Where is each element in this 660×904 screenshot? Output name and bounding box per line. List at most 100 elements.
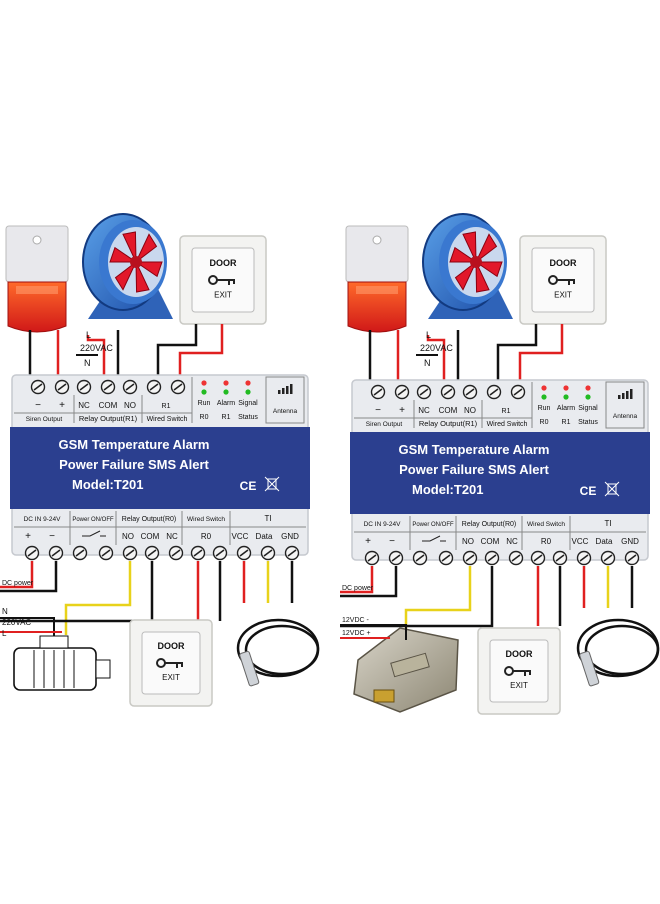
screw-slot [415,554,425,562]
screw-terminal [236,545,252,561]
led-label: Signal [578,405,598,412]
siren-icon [345,225,409,333]
screw-terminal [54,379,70,395]
wire-l [426,335,446,388]
bin-body [607,483,617,495]
siren-lens [347,281,407,333]
temperature-probe-icon [236,618,320,687]
bin-cross [604,481,620,497]
wire-dc-pos [0,561,34,589]
ce-mark: CE [580,484,597,498]
load-label-voltage: 220VAC [2,618,31,627]
led-green [245,389,251,395]
probe-cable-loop [584,624,660,676]
terminal-label: NC [418,406,430,415]
group-label-relay-r0: Relay Output(R0) [122,516,176,523]
terminal-label: COM [99,401,118,410]
screw-slot [397,388,407,396]
led-sub-label: Status [238,414,258,421]
terminal-label: R1 [162,403,171,410]
screw-slot [103,383,113,391]
group-label-dc: DC IN 9-24V [24,516,62,523]
screw-terminal [462,384,478,400]
led-green [585,394,591,400]
fan-blade [109,246,138,263]
group-label-relay-r1: Relay Output(R1) [419,419,478,428]
screw-terminal [24,545,40,561]
dc-power-label: DC power [2,580,34,587]
terminal-label: GND [621,537,639,546]
panel-title-2: Power Failure SMS Alert [59,457,209,472]
signal-bar [290,384,293,394]
led-label: Alarm [557,405,575,412]
screw-slot [511,554,521,562]
signal-bar [278,390,281,394]
load-label-l: L [2,629,7,638]
screw-slot [513,388,523,396]
siren-highlight [356,286,398,294]
lock-label-neg: 12VDC - [342,617,370,624]
fan-blade [454,261,477,291]
terminal-label: R1 [502,408,511,415]
fan-blade [135,261,150,293]
led-label: Run [198,400,211,407]
wire-label-n: N [424,358,431,368]
key-icon [548,275,575,285]
group-label-relay-r0: Relay Output(R0) [462,521,516,528]
wire-switch-a [496,324,538,388]
switch-symbol [82,530,106,537]
terminal-label: COM [439,406,458,415]
terminal-label: GND [281,532,299,541]
bin-cross [264,476,280,492]
screw-terminal [510,384,526,400]
signal-bar [618,395,621,399]
screw-terminal [170,379,186,395]
label-panel [350,432,650,514]
wire-load-n [0,617,55,636]
signal-bar [282,388,285,394]
group-label-relay-r1: Relay Output(R1) [79,414,138,423]
terminal-label: + [365,536,371,547]
screw-slot [193,549,203,557]
screw-slot [171,549,181,557]
screw-slot [287,549,297,557]
screw-slot [215,549,225,557]
dc-power-label: DC power [342,585,374,592]
screw-terminal [146,379,162,395]
group-label-ti: TI [604,519,611,528]
terminal-label: VCC [232,532,249,541]
wire-relay-no [404,566,472,640]
bin-body [267,478,277,490]
screw-slot [125,549,135,557]
wire-switch-a [156,324,198,383]
panel-model: Model:T201 [72,477,144,492]
led-red [223,380,229,386]
fan-hub [470,256,482,268]
screw-slot [173,383,183,391]
group-label-wired-switch-2: Wired Switch [527,521,565,528]
screw-terminal [552,550,568,566]
screw-terminal [576,550,592,566]
siren-screw [372,235,382,245]
screw-slot [79,383,89,391]
group-label-wired-switch: Wired Switch [147,416,188,423]
screw-slot [57,383,67,391]
door-label: DOOR [550,258,578,268]
terminal-label: NO [464,406,476,415]
terminal-label: Data [256,532,273,541]
terminal-label: VCC [572,537,589,546]
motor-icon [13,635,111,691]
exit-label: EXIT [510,681,528,690]
screw-slot [149,383,159,391]
led-green [223,389,229,395]
probe-cable-loop [244,624,320,676]
screw-terminal [462,550,478,566]
led-green [563,394,569,400]
axial-fan-icon [82,213,173,319]
terminal-label: NO [462,537,474,546]
terminal-label: − [389,536,395,547]
screw-slot [263,549,273,557]
